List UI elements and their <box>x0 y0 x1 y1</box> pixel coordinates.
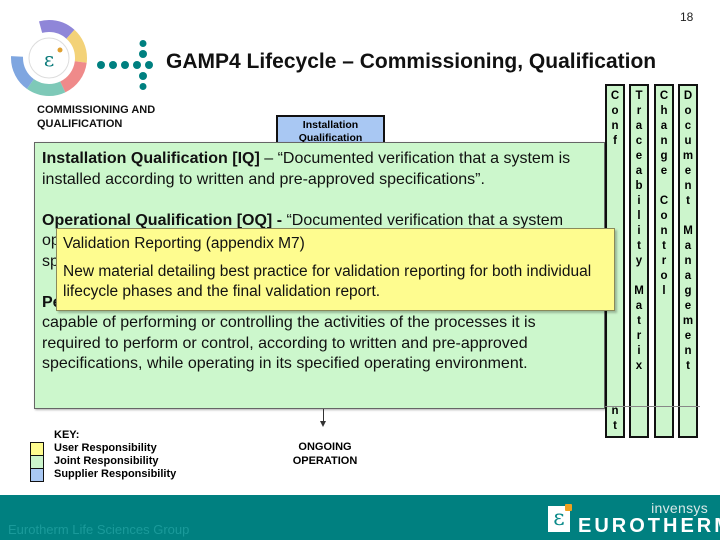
column-letter: b <box>635 180 643 192</box>
column-letter: t <box>637 315 641 327</box>
column-letter: r <box>636 330 642 342</box>
column-letter: i <box>637 225 641 237</box>
column-letter: l <box>662 285 666 297</box>
column-letter: a <box>684 270 692 282</box>
column-letter: a <box>635 165 643 177</box>
tooltip-body: New material detailing best practice for… <box>63 263 592 300</box>
iq-text: – “Documented verification that a system… <box>42 150 571 188</box>
section-label: COMMISSIONING AND QUALIFICATION <box>37 103 155 131</box>
footer-bar <box>0 495 720 540</box>
column-letter: l <box>637 210 641 222</box>
column-letter: r <box>661 255 667 267</box>
column-letter: e <box>684 300 692 312</box>
column-letter: u <box>684 135 692 147</box>
key-item-supplier: Supplier Responsibility <box>54 468 177 480</box>
invensys-label: invensys <box>651 500 708 516</box>
column-letter <box>680 209 696 224</box>
key-item-joint: Joint Responsibility <box>54 455 159 467</box>
column-letter: T <box>635 90 643 102</box>
column-letter: e <box>684 330 692 342</box>
column-letter: n <box>684 255 692 267</box>
column-letter: g <box>660 150 668 162</box>
ongoing-line: ONGOING <box>298 441 352 453</box>
column-letter: a <box>684 240 692 252</box>
validation-reporting-tooltip: Validation Reporting (appendix M7) New m… <box>56 228 615 311</box>
joint-responsibility-swatch <box>30 455 44 469</box>
ongoing-operation-label: ONGOING OPERATION <box>290 440 360 468</box>
column-letter: t <box>686 360 690 372</box>
column-letter: c <box>635 135 643 147</box>
oq-term: Operational Qualification [OQ] - <box>42 211 287 229</box>
column-letter: M <box>634 285 644 297</box>
column-letter <box>631 269 647 284</box>
column-letter: a <box>660 120 668 132</box>
column-letter: n <box>684 345 692 357</box>
iq-definition: Installation Qualification [IQ] – “Docum… <box>42 149 598 190</box>
tooltip-title: Validation Reporting (appendix M7) <box>63 235 305 252</box>
dots-arrow-icon <box>97 40 153 90</box>
column-letter: C <box>659 90 669 102</box>
column-letter: n <box>660 225 668 237</box>
key-item-user: User Responsibility <box>54 442 157 454</box>
column-letter: t <box>686 195 690 207</box>
lifecycle-cycle-icon: ε <box>11 20 87 96</box>
ongoing-line: OPERATION <box>292 455 358 467</box>
column-letter: t <box>662 240 666 252</box>
column-letter: C <box>610 90 620 102</box>
column-letter: o <box>660 270 668 282</box>
eurotherm-wordmark: EUROTHERM <box>578 515 720 537</box>
section-label-line: COMMISSIONING AND <box>37 104 156 116</box>
column-letter: t <box>637 240 641 252</box>
column-letter: e <box>660 165 668 177</box>
column-letter: a <box>635 120 643 132</box>
column-letter: i <box>637 195 641 207</box>
supplier-responsibility-swatch <box>30 468 44 482</box>
column-letter: o <box>660 210 668 222</box>
epsilon-mark: ε <box>44 47 54 71</box>
column-letter: t <box>613 420 617 432</box>
slide-number: 18 <box>680 10 694 24</box>
column-letter: x <box>635 360 643 372</box>
column-letter: n <box>611 120 619 132</box>
iq-term: Installation Qualification [IQ] <box>42 150 260 167</box>
footer-text: Eurotherm Life Sciences Group <box>8 522 190 537</box>
iq-stage-line: Installation <box>302 119 359 131</box>
user-responsibility-swatch <box>30 442 44 456</box>
column-letter: M <box>683 225 693 237</box>
column-letter: c <box>684 120 692 132</box>
column-letter: y <box>635 255 643 267</box>
column-letter: h <box>660 105 668 117</box>
column-letter: n <box>611 405 619 417</box>
arrow-down-icon <box>320 409 326 427</box>
key-title: KEY: <box>54 429 80 441</box>
column-letter: g <box>684 285 692 297</box>
column-letter: f <box>613 135 617 147</box>
section-label-line: QUALIFICATION <box>37 118 123 130</box>
column-letter: a <box>635 300 643 312</box>
column-letter: e <box>635 150 643 162</box>
column-letter: o <box>611 105 619 117</box>
column-letter: i <box>637 345 641 357</box>
column-letter: C <box>659 195 669 207</box>
page-title: GAMP4 Lifecycle – Commissioning, Qualifi… <box>166 50 657 73</box>
column-letter: m <box>682 315 694 327</box>
column-letter: e <box>684 165 692 177</box>
column-letter: D <box>683 90 693 102</box>
iq-stage-line: Qualification <box>298 132 363 144</box>
eurotherm-logo: ε invensys EUROTHERM <box>548 500 720 538</box>
column-letter: r <box>636 105 642 117</box>
column-letter: m <box>682 150 694 162</box>
column-letter: n <box>660 135 668 147</box>
divider-line <box>580 406 700 407</box>
eurotherm-epsilon-icon: ε <box>548 504 572 532</box>
column-letter: n <box>684 180 692 192</box>
column-letter: o <box>684 105 692 117</box>
column-letter <box>656 179 672 194</box>
